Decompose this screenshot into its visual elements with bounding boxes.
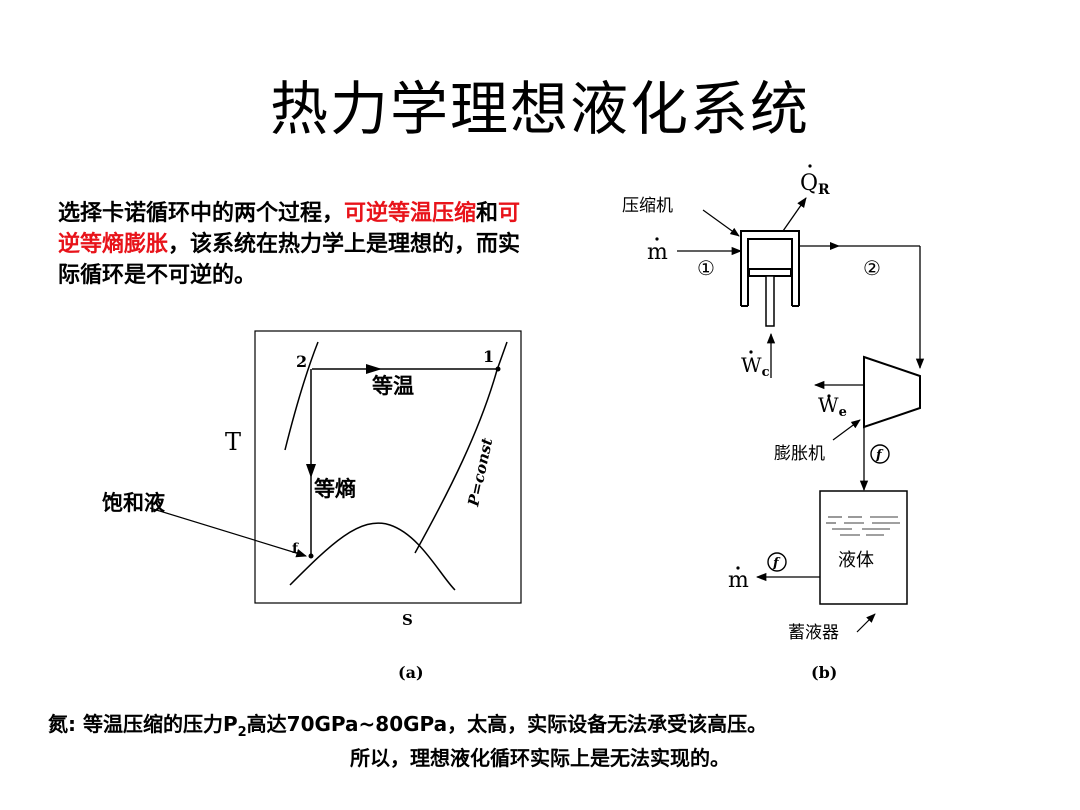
point-f-dot	[308, 553, 314, 559]
axis-label-s: S	[402, 611, 413, 629]
receiver-pointer	[856, 613, 876, 633]
label-compressor: 压缩机	[622, 196, 673, 216]
note-line-1: 氮: 等温压缩的压力P2高达70GPa~80GPa，太高，实际设备无法承受该高压…	[48, 712, 768, 740]
intro-part3: 和	[476, 201, 499, 226]
intro-text: 选择卡诺循环中的两个过程，可逆等温压缩和可逆等熵膨胀，该系统在热力学上是理想的，…	[58, 198, 538, 291]
heat-out-arrow	[782, 197, 807, 232]
m-in-dot	[655, 237, 659, 241]
label-point-2: 2	[296, 352, 307, 371]
we-dot	[827, 394, 831, 398]
caption-a: (a)	[398, 663, 424, 682]
outlet-arrowhead	[830, 242, 840, 250]
state-f-circle	[870, 444, 890, 464]
m-out-dot	[736, 566, 740, 570]
label-wc: Wc	[741, 353, 770, 380]
receiver-tank	[819, 490, 908, 605]
intro-part1: 选择卡诺循环中的两个过程，	[58, 201, 345, 226]
compressor-pointer	[702, 209, 740, 237]
label-isentropic: 等熵	[314, 477, 356, 501]
label-state-f: f	[875, 448, 884, 463]
state-f2-circle	[767, 552, 787, 572]
label-isothermal: 等温	[372, 374, 414, 398]
ts-frame	[254, 330, 522, 604]
intro-highlight-isentropic: 可逆等熵膨胀	[58, 201, 521, 257]
left-isobar-line	[284, 341, 319, 451]
label-state-f2: f	[772, 556, 781, 571]
label-receiver: 蓄液器	[788, 623, 839, 643]
label-m-in: m	[647, 240, 668, 265]
label-state-2: ②	[863, 256, 881, 280]
isentropic-arrow	[306, 464, 316, 478]
label-point-f: f	[292, 541, 299, 557]
note-line-2: 所以，理想液化循环实际上是无法实现的。	[350, 746, 730, 770]
q-dot	[808, 164, 812, 168]
pconst-curve	[414, 341, 508, 554]
label-m-out: m	[728, 568, 749, 593]
label-we: We	[818, 393, 847, 420]
compressor	[740, 230, 800, 327]
wc-dot	[749, 350, 753, 354]
caption-b: (b)	[811, 663, 837, 682]
intro-highlight-isothermal: 可逆等温压缩	[344, 201, 477, 226]
axis-label-t: T	[225, 428, 241, 456]
isothermal-arrow	[366, 364, 382, 374]
saturated-liquid-pointer	[149, 507, 308, 558]
page-title: 热力学理想液化系统	[269, 75, 810, 143]
saturation-dome	[289, 522, 456, 591]
label-qr: QR	[800, 171, 830, 198]
intro-part5: ，该系统在热力学上是理想的，而实际循环是不可逆的。	[58, 232, 521, 288]
label-saturated-liquid: 饱和液	[102, 491, 165, 515]
label-state-1: ①	[697, 256, 715, 280]
liquid-surface-marks	[826, 516, 900, 536]
label-point-1: 1	[483, 347, 494, 366]
point-1-dot	[495, 366, 501, 372]
label-liquid: 液体	[838, 550, 874, 571]
expander-pointer	[832, 419, 861, 441]
expander	[863, 355, 921, 429]
label-expander: 膨胀机	[774, 444, 825, 464]
